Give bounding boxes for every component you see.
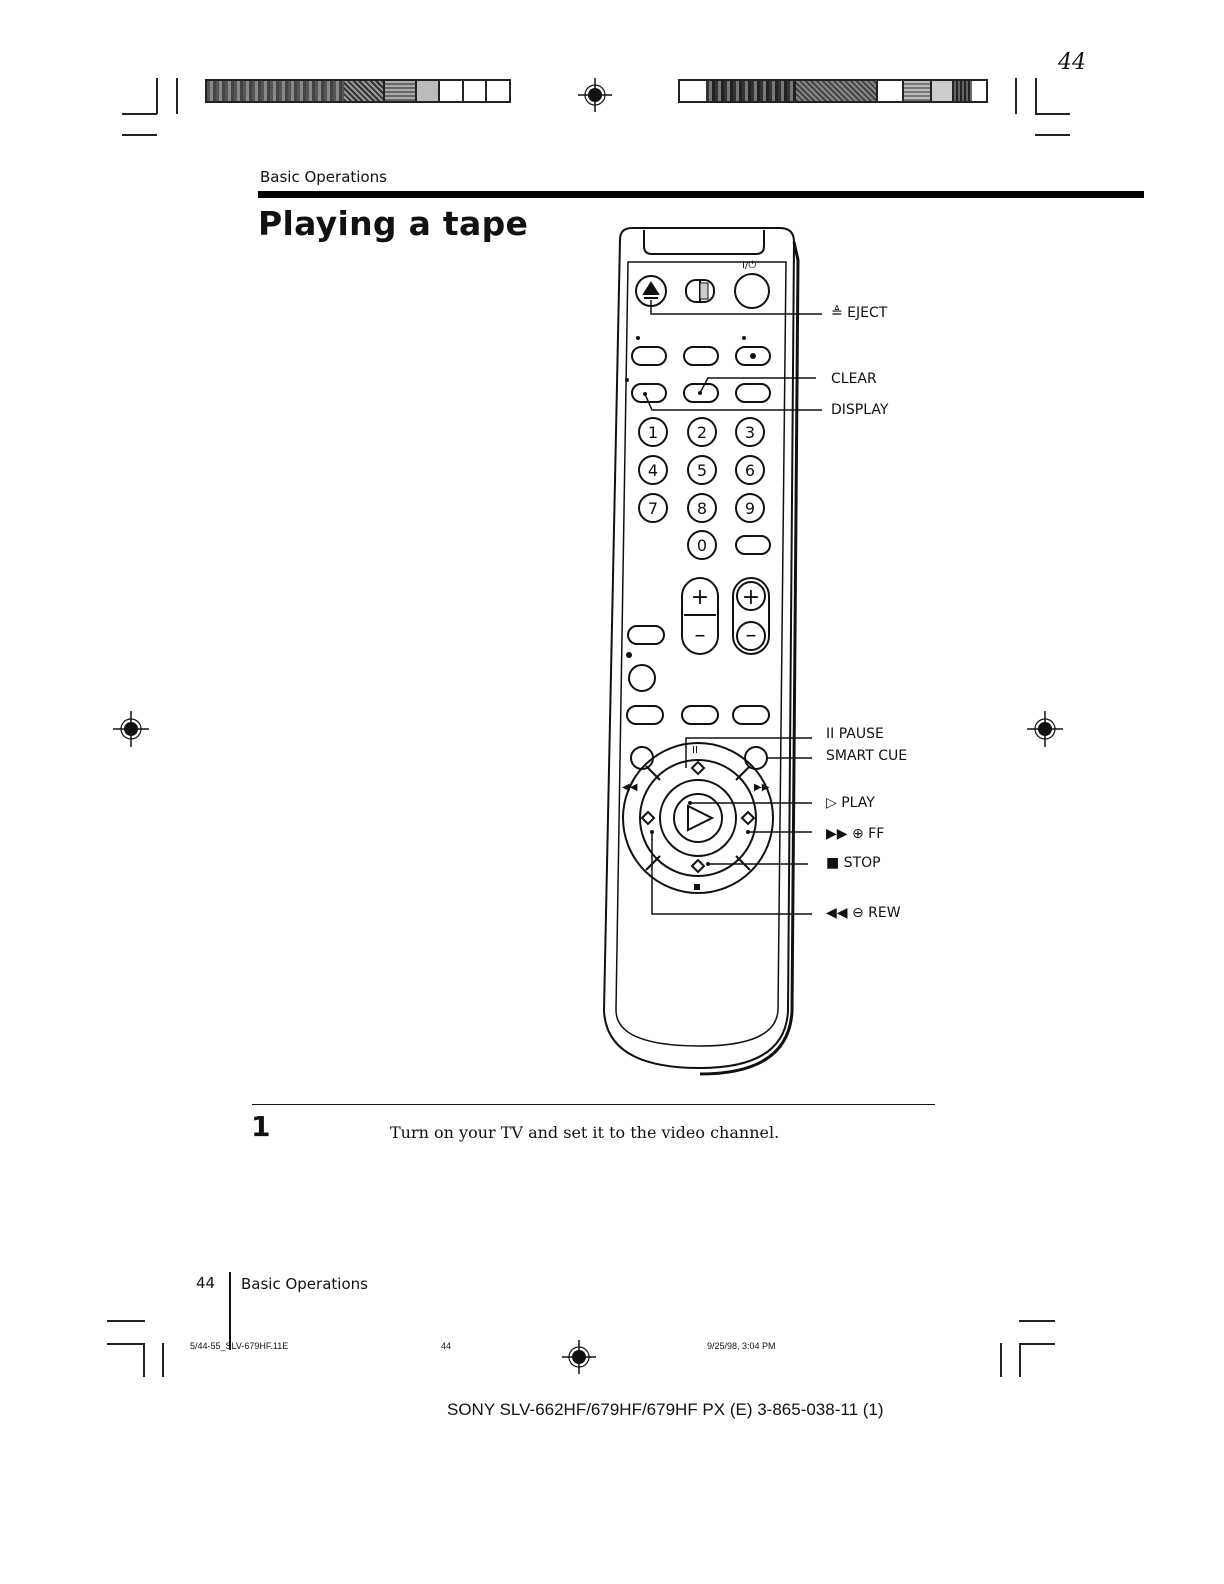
callout-ff: ▶▶ ⊕ FF (826, 826, 885, 842)
callout-play: ▷ PLAY (826, 795, 875, 811)
key-5: 5 (697, 461, 707, 480)
registration-mark-bottom (562, 1340, 596, 1374)
callout-stop: ■ STOP (826, 855, 881, 871)
key-4: 4 (648, 461, 658, 480)
model-line: SONY SLV-662HF/679HF/679HF PX (E) 3-865-… (447, 1400, 884, 1419)
svg-text:▶▶: ▶▶ (754, 782, 770, 793)
callout-smart-cue: SMART CUE (826, 748, 908, 764)
transport-pad (622, 742, 774, 894)
input-switch (685, 279, 715, 303)
key-8: 8 (697, 499, 707, 518)
key-6: 6 (745, 461, 755, 480)
svg-text:II: II (692, 745, 698, 756)
smart-cue-button (744, 746, 768, 770)
svg-text:◀◀: ◀◀ (622, 782, 638, 793)
numeric-keypad (638, 417, 771, 560)
footer-divider (229, 1272, 231, 1350)
volume-minus: – (695, 623, 706, 648)
callout-rew: ◀◀ ⊖ REW (826, 905, 901, 921)
registration-mark-right (1027, 711, 1063, 747)
step-number: 1 (251, 1110, 271, 1143)
registration-mark-top (578, 78, 612, 112)
key-9: 9 (745, 499, 755, 518)
callout-clear: CLEAR (831, 371, 877, 387)
callout-pause: II PAUSE (826, 726, 884, 742)
volume-plus: + (691, 585, 709, 610)
header-rule (258, 191, 1144, 198)
clear-button (683, 383, 719, 403)
key-1: 1 (648, 423, 658, 442)
color-bar-right (678, 79, 988, 103)
key-2: 2 (697, 423, 707, 442)
channel-plus: + (742, 585, 760, 610)
footer-page-number: 44 (196, 1274, 216, 1292)
color-bar-left (205, 79, 511, 103)
footer-section: Basic Operations (241, 1275, 368, 1293)
remote-control-illustration: I/⏻ 1 2 3 4 5 6 7 8 9 0 (602, 227, 822, 1076)
step-text: Turn on your TV and set it to the video … (390, 1123, 780, 1142)
display-button (631, 383, 667, 403)
page-title: Playing a tape (258, 204, 529, 243)
registration-mark-left (113, 711, 149, 747)
key-7: 7 (648, 499, 658, 518)
slug-page: 44 (441, 1341, 452, 1351)
slug-date: 9/25/98, 3:04 PM (707, 1341, 776, 1351)
channel-minus: – (746, 623, 757, 648)
handwritten-page-mark: 44 (1058, 50, 1086, 75)
key-3: 3 (745, 423, 755, 442)
callout-display: DISPLAY (831, 402, 889, 418)
slug-file: 5/44-55_SLV-679HF.11E (190, 1341, 289, 1351)
power-button (734, 273, 770, 309)
callout-eject: ≜ EJECT (831, 305, 888, 321)
section-header: Basic Operations (260, 168, 387, 186)
key-0: 0 (697, 536, 707, 555)
step-rule (252, 1104, 935, 1105)
power-label: I/⏻ (742, 260, 756, 271)
